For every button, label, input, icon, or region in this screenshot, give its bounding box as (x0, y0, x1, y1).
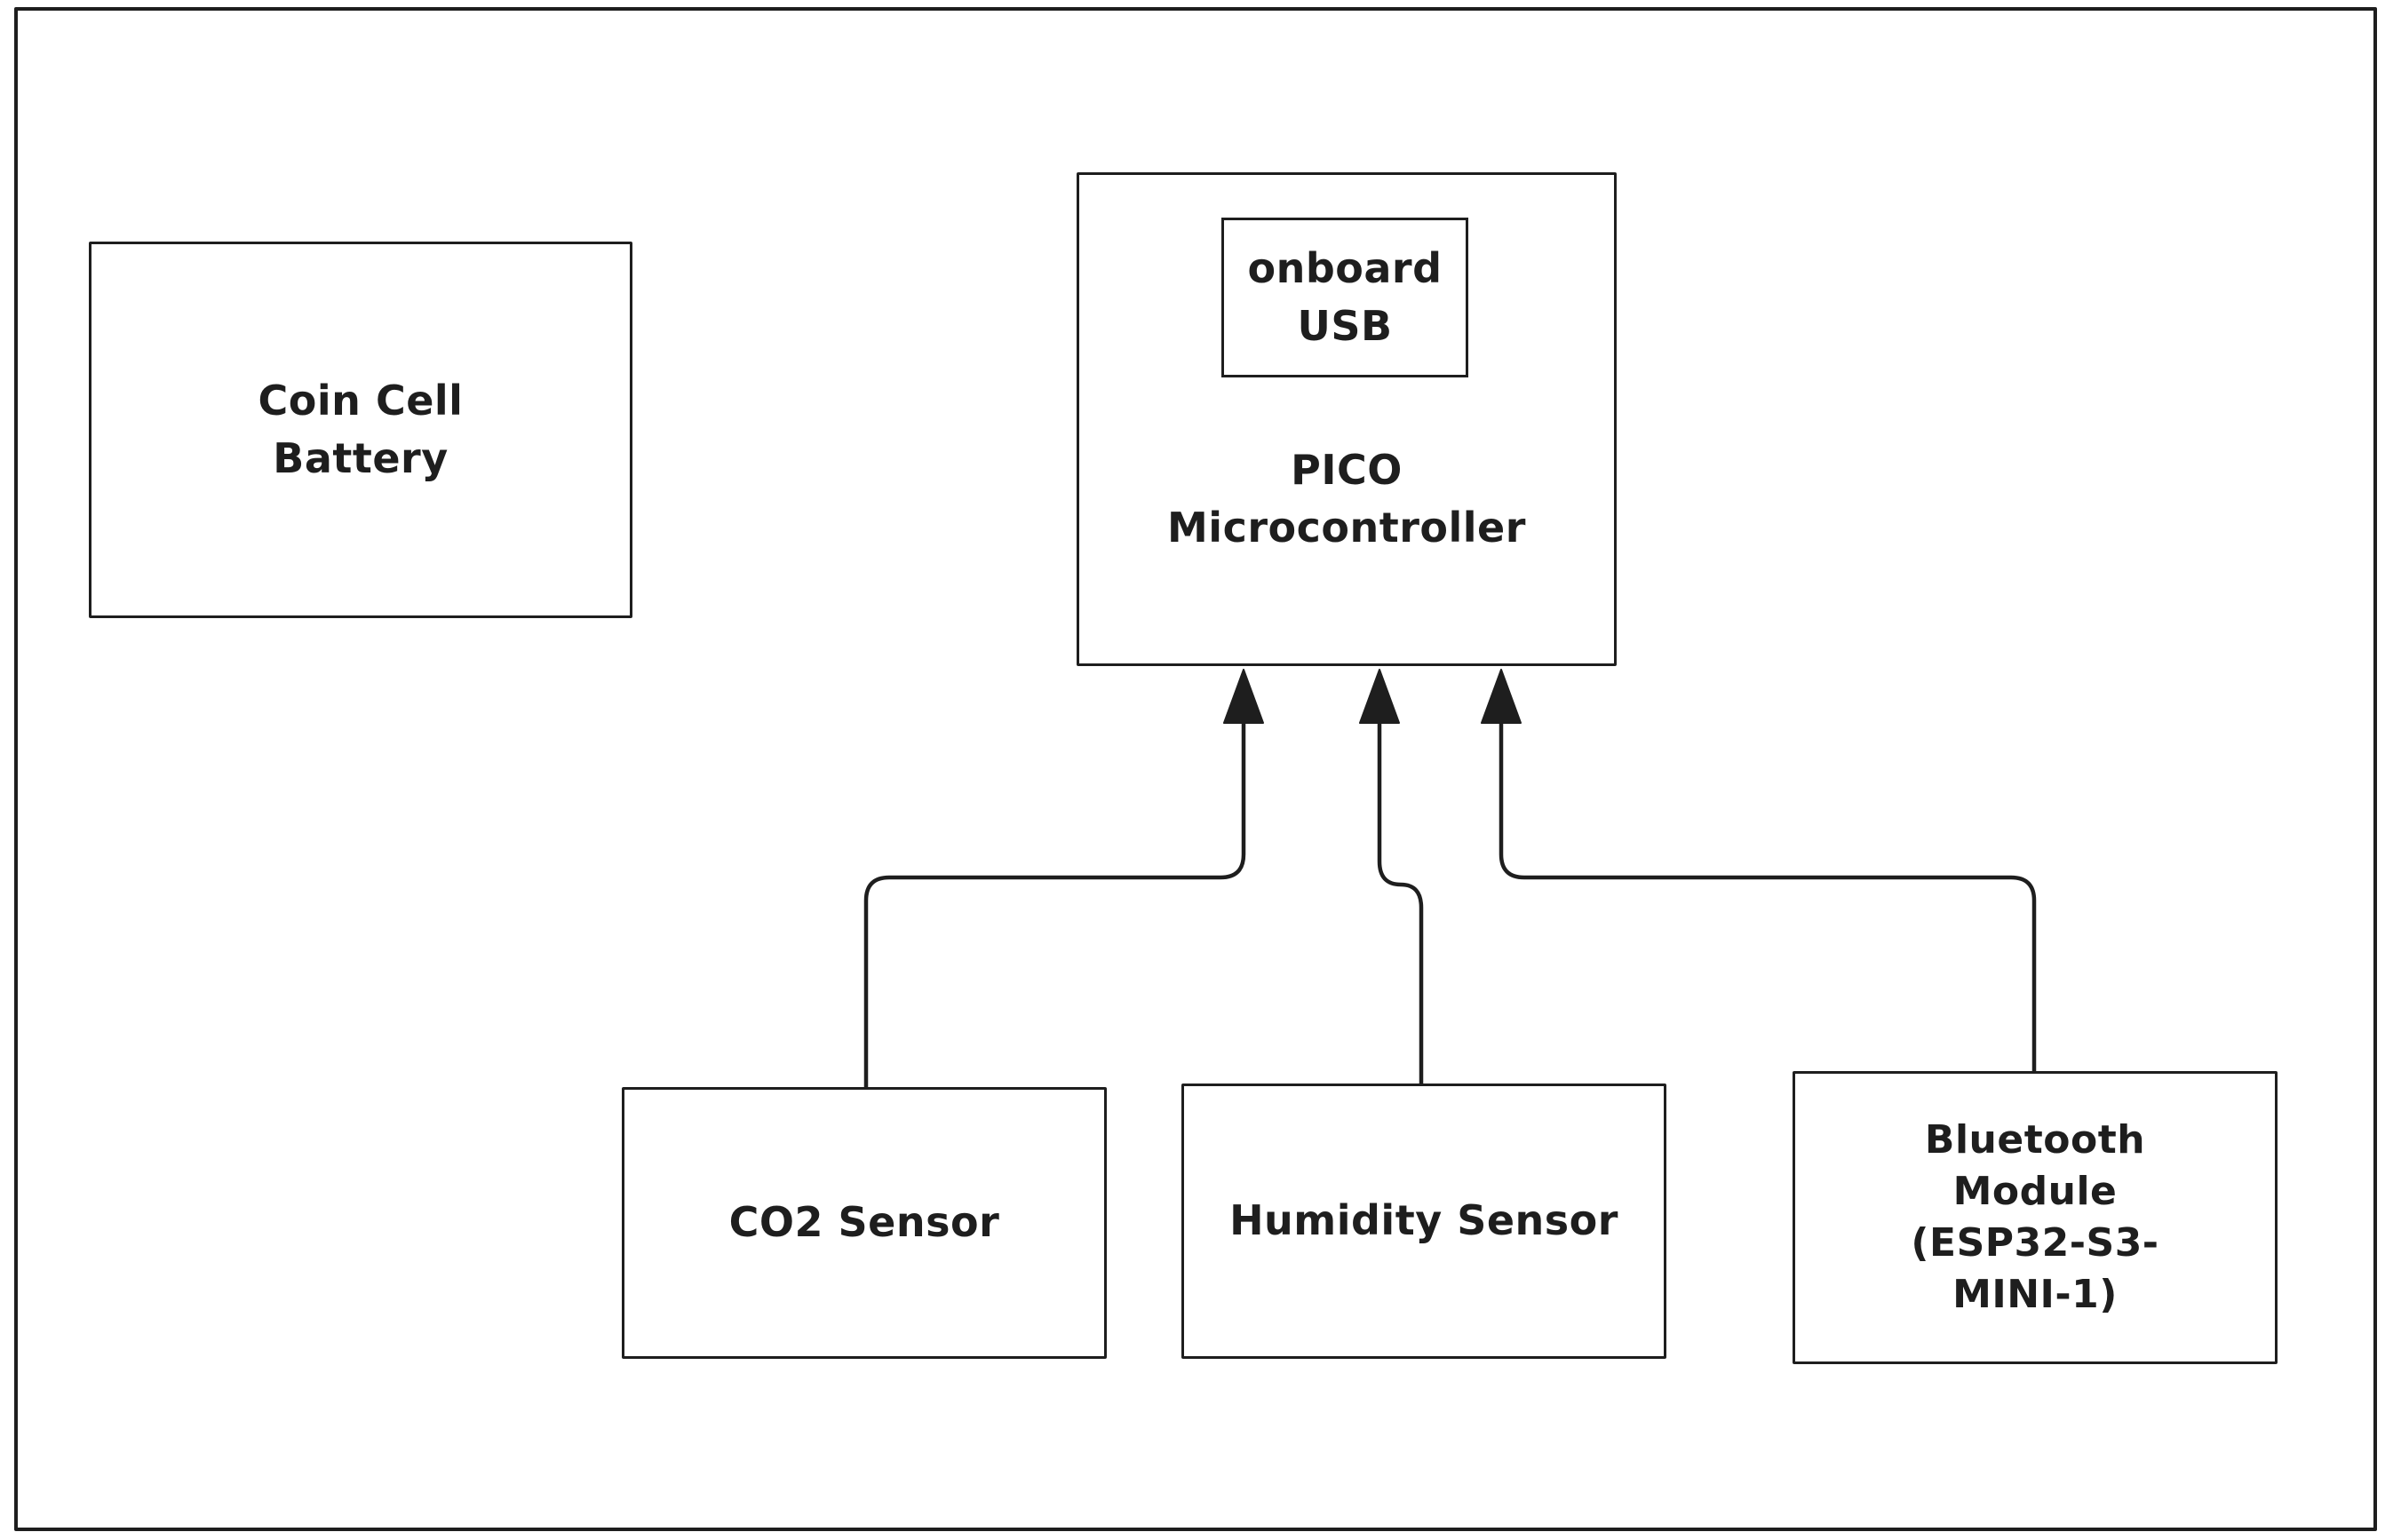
connector-bluetooth-to-pico (1499, 718, 2037, 1074)
pico-microcontroller-label: PICO Microcontroller (1167, 446, 1526, 552)
arrowhead-humidity-to-pico (1359, 669, 1400, 724)
node-pico-microcontroller: onboard USB PICO Microcontroller (1077, 172, 1617, 666)
bluetooth-module-label: Bluetooth Module (ESP32-S3- MINI-1) (1911, 1116, 2159, 1318)
arrowhead-bluetooth-to-pico (1481, 669, 1522, 724)
node-coin-cell-battery: Coin Cell Battery (89, 242, 632, 618)
node-bluetooth-module: Bluetooth Module (ESP32-S3- MINI-1) (1793, 1071, 2278, 1364)
arrowhead-co2-to-pico (1223, 669, 1264, 724)
node-co2-sensor: CO2 Sensor (622, 1087, 1107, 1359)
co2-sensor-label: CO2 Sensor (728, 1198, 1000, 1247)
diagram-border (14, 7, 2377, 1531)
onboard-usb-label: onboard USB (1247, 243, 1443, 350)
connector-co2-to-pico (863, 718, 1246, 1090)
node-humidity-sensor: Humidity Sensor (1181, 1084, 1666, 1359)
humidity-sensor-label: Humidity Sensor (1229, 1196, 1618, 1245)
node-onboard-usb: onboard USB (1221, 218, 1468, 377)
connector-humidity-to-pico (1377, 718, 1424, 1086)
coin-cell-battery-label: Coin Cell Battery (258, 376, 464, 482)
